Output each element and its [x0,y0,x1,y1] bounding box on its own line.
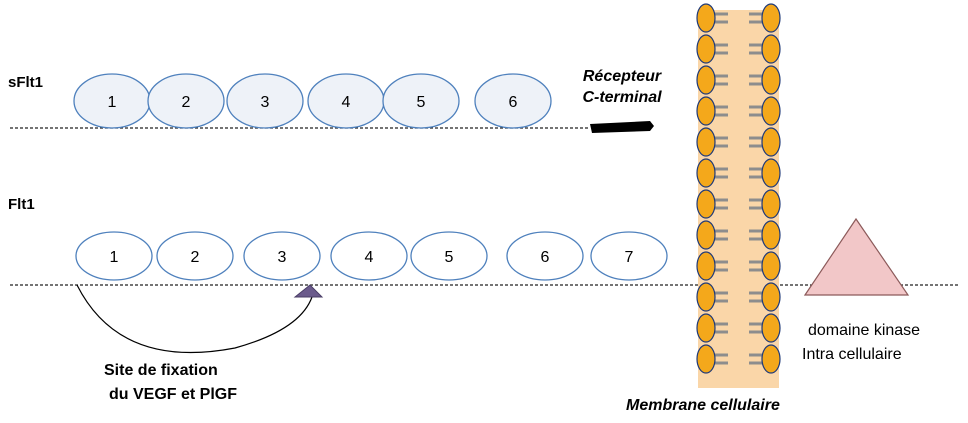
flt1-domain-2: 2 [156,231,234,281]
sflt1-domain-6: 6 [474,73,552,129]
lipid-head [761,158,781,188]
lipid-head [761,282,781,312]
flt1-domain-number: 3 [278,249,287,266]
flt1-domain-oval [243,231,321,281]
lipid-head [761,344,781,374]
flt1-domain-6: 6 [506,231,584,281]
lipid-head [696,313,716,343]
sflt1-domain-number: 4 [342,94,351,111]
lipid-head [761,251,781,281]
lipid-head [696,282,716,312]
lipid-head [696,65,716,95]
sflt1-domain-oval [474,73,552,129]
lipid-head [696,251,716,281]
lipid-head [696,3,716,33]
lipid-head [761,127,781,157]
binding-site-arc [76,284,313,354]
flt1-domain-4: 4 [330,231,408,281]
kinase-label: domaine kinase Intra cellulaire [802,319,920,367]
lipid-head [761,34,781,64]
sflt1-domain-number: 5 [417,94,426,111]
flt1-domain-number: 5 [445,249,454,266]
binding-site-label: Site de fixation du VEGF et PlGF [104,359,237,407]
lipid-head [761,96,781,126]
sflt1-domains: 1 2 3 4 5 6 [73,73,552,129]
sflt1-domain-1: 1 [73,73,151,129]
cell-membrane [696,3,781,388]
lipid-head [696,158,716,188]
lipid-head [696,220,716,250]
flt1-domains: 1 2 3 4 5 6 7 [75,231,668,281]
flt1-domain-oval [506,231,584,281]
flt1-domain-oval [410,231,488,281]
flt1-domain-number: 4 [365,249,374,266]
lipid-head [696,34,716,64]
kinase-line2: Intra cellulaire [802,346,902,363]
flt1-label: Flt1 [8,196,35,213]
flt1-domain-oval [590,231,668,281]
kinase-triangle [803,217,910,296]
lipid-head [696,189,716,219]
sflt1-domain-number: 2 [182,94,191,111]
sflt1-label: sFlt1 [8,74,44,91]
flt1-domain-number: 1 [110,249,119,266]
flt1-domain-7: 7 [590,231,668,281]
flt1-domain-1: 1 [75,231,153,281]
kinase-line1: domaine kinase [808,322,921,339]
sflt1-domain-number: 1 [108,94,117,111]
flt1-domain-3: 3 [243,231,321,281]
sflt1-domain-oval [382,73,460,129]
sflt1-domain-5: 5 [382,73,460,129]
sflt1-domain-number: 3 [261,94,270,111]
recepteur-line1: Récepteur [582,68,662,85]
lipid-head [761,220,781,250]
binding-site-line1: Site de fixation [104,362,218,379]
sflt1-domain-3: 3 [226,73,304,129]
sflt1-domain-number: 6 [509,94,518,111]
flt1-domain-number: 6 [541,249,550,266]
flt1-domain-oval [75,231,153,281]
binding-site-triangle [293,284,324,298]
recepteur-line2: C-terminal [582,89,662,106]
sflt1-domain-oval [226,73,304,129]
flt1-domain-number: 2 [191,249,200,266]
lipid-head [696,344,716,374]
lipid-head [761,65,781,95]
lipid-head [761,189,781,219]
sflt1-domain-oval [147,73,225,129]
sflt1-domain-4: 4 [307,73,385,129]
binding-site-line2: du VEGF et PlGF [109,386,238,403]
lipid-head [696,127,716,157]
flt1-domain-oval [330,231,408,281]
flt1-domain-number: 7 [625,249,634,266]
lipid-head [761,3,781,33]
sflt1-domain-2: 2 [147,73,225,129]
flt1-domain-oval [156,231,234,281]
membrane-label: Membrane cellulaire [626,397,780,414]
lipid-head [761,313,781,343]
recepteur-label: Récepteur C-terminal [562,66,682,108]
c-terminal-bar [590,121,654,133]
lipid-head [696,96,716,126]
flt1-domain-5: 5 [410,231,488,281]
